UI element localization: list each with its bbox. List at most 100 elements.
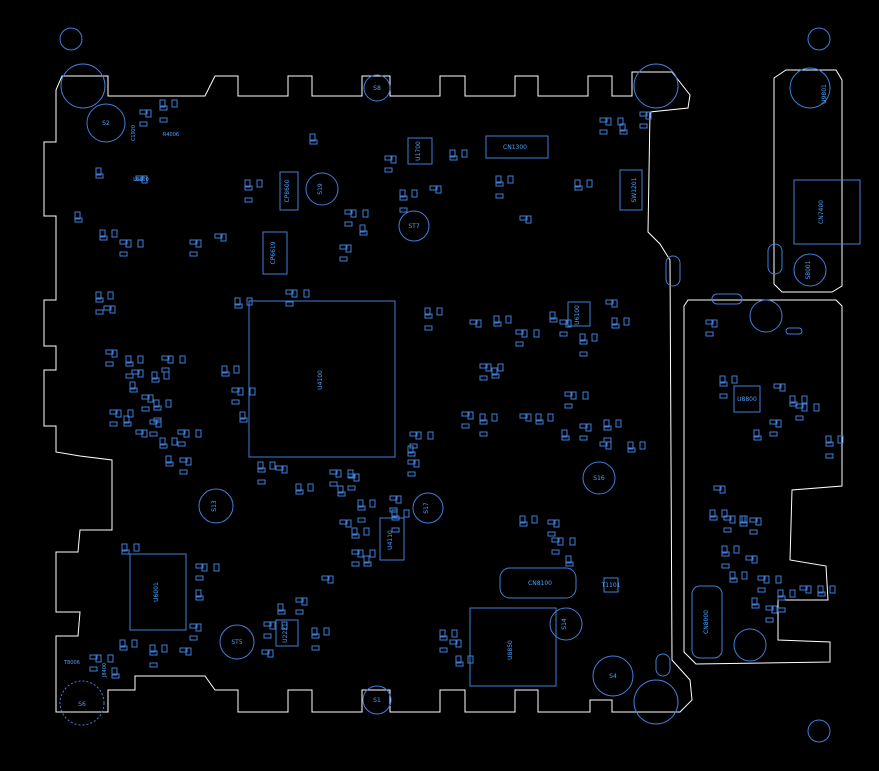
mounting-hole: [807, 719, 831, 743]
passive-component: [165, 455, 172, 464]
passive-component: [189, 623, 198, 629]
passive-component: [491, 373, 500, 379]
slot: [785, 327, 803, 335]
passive-component: [111, 673, 120, 679]
passive-component: [159, 437, 166, 446]
passive-component: [357, 499, 364, 508]
passive-component: [757, 575, 766, 581]
passive-component: [549, 311, 556, 320]
label-u6100: U6100: [574, 305, 581, 325]
passive-component: [277, 609, 286, 615]
label-t8006: T8006: [63, 660, 80, 666]
screw-pad-s16: [582, 461, 616, 495]
passive-component: [344, 209, 353, 215]
passive-component: [129, 387, 138, 393]
label-u8850: U8850: [507, 640, 514, 660]
passive-component: [109, 409, 118, 415]
passive-component: [399, 189, 406, 198]
passive-component: [263, 621, 272, 627]
passive-component: [491, 413, 498, 422]
passive-component: [390, 155, 397, 164]
passive-component: [135, 429, 144, 435]
passive-component: [121, 543, 128, 552]
passive-component: [719, 375, 726, 384]
passive-component: [585, 423, 592, 432]
passive-component: [141, 429, 148, 438]
screw-pad-st5: [219, 624, 255, 660]
chip-u4100: [248, 300, 396, 458]
passive-component: [569, 537, 576, 546]
passive-component: [244, 197, 253, 203]
passive-component: [389, 495, 398, 501]
connector-cn1300: [485, 135, 549, 159]
passive-component: [103, 305, 112, 311]
passive-component: [195, 623, 202, 632]
passive-component: [350, 209, 357, 218]
passive-component: [159, 105, 168, 111]
passive-component: [591, 333, 598, 342]
passive-component: [353, 473, 360, 482]
passive-component: [139, 121, 148, 127]
passive-component: [119, 251, 128, 257]
passive-component: [165, 399, 172, 408]
slot: [665, 255, 681, 287]
passive-component: [424, 325, 433, 331]
passive-component: [161, 355, 170, 361]
passive-component: [495, 181, 504, 187]
passive-component: [89, 666, 98, 672]
passive-component: [574, 179, 581, 188]
passive-component: [627, 447, 636, 453]
passive-component: [713, 485, 722, 491]
label-u8800: U8800: [737, 396, 757, 403]
passive-component: [153, 399, 160, 408]
passive-component: [347, 485, 356, 491]
passive-component: [99, 235, 108, 241]
passive-component: [269, 461, 276, 470]
passive-component: [159, 443, 168, 449]
mounting-hole: [749, 299, 783, 333]
passive-component: [95, 309, 104, 315]
passive-component: [149, 644, 156, 653]
passive-component: [817, 585, 824, 594]
passive-component: [525, 215, 532, 224]
passive-component: [115, 409, 122, 418]
passive-component: [559, 331, 568, 337]
passive-component: [257, 479, 266, 485]
passive-component: [605, 441, 612, 450]
passive-component: [435, 185, 442, 194]
passive-component: [479, 431, 488, 437]
mounting-hole: [60, 63, 106, 109]
passive-component: [141, 175, 148, 184]
passive-component: [611, 317, 618, 326]
label-u6001: U6001: [153, 582, 160, 602]
mounting-hole: [807, 27, 831, 51]
passive-component: [535, 419, 544, 425]
passive-component: [753, 435, 762, 441]
passive-component: [291, 289, 298, 298]
passive-component: [295, 489, 304, 495]
label-s11: S17: [423, 502, 430, 514]
label-cp8600: CP8600: [284, 179, 291, 202]
passive-component: [183, 429, 190, 438]
passive-component: [461, 149, 468, 158]
passive-component: [395, 495, 402, 504]
passive-component: [177, 429, 186, 435]
passive-component: [351, 533, 360, 539]
label-u1700: U1700: [415, 141, 422, 161]
passive-component: [231, 387, 240, 393]
passive-component: [424, 313, 433, 319]
passive-component: [491, 367, 498, 376]
passive-component: [221, 365, 228, 374]
passive-component: [237, 387, 244, 396]
label-s4: S4: [609, 673, 617, 680]
chip-u2221: [275, 619, 299, 647]
passive-component: [213, 563, 220, 572]
passive-component: [149, 662, 158, 668]
connector-cn8100: [499, 567, 577, 599]
screw-pad-s19: [305, 172, 339, 206]
screw-pad-s2: [86, 103, 126, 143]
passive-component: [749, 529, 758, 535]
passive-component: [171, 99, 178, 108]
passive-component: [189, 251, 198, 257]
label-j8400: J8400: [102, 663, 108, 678]
